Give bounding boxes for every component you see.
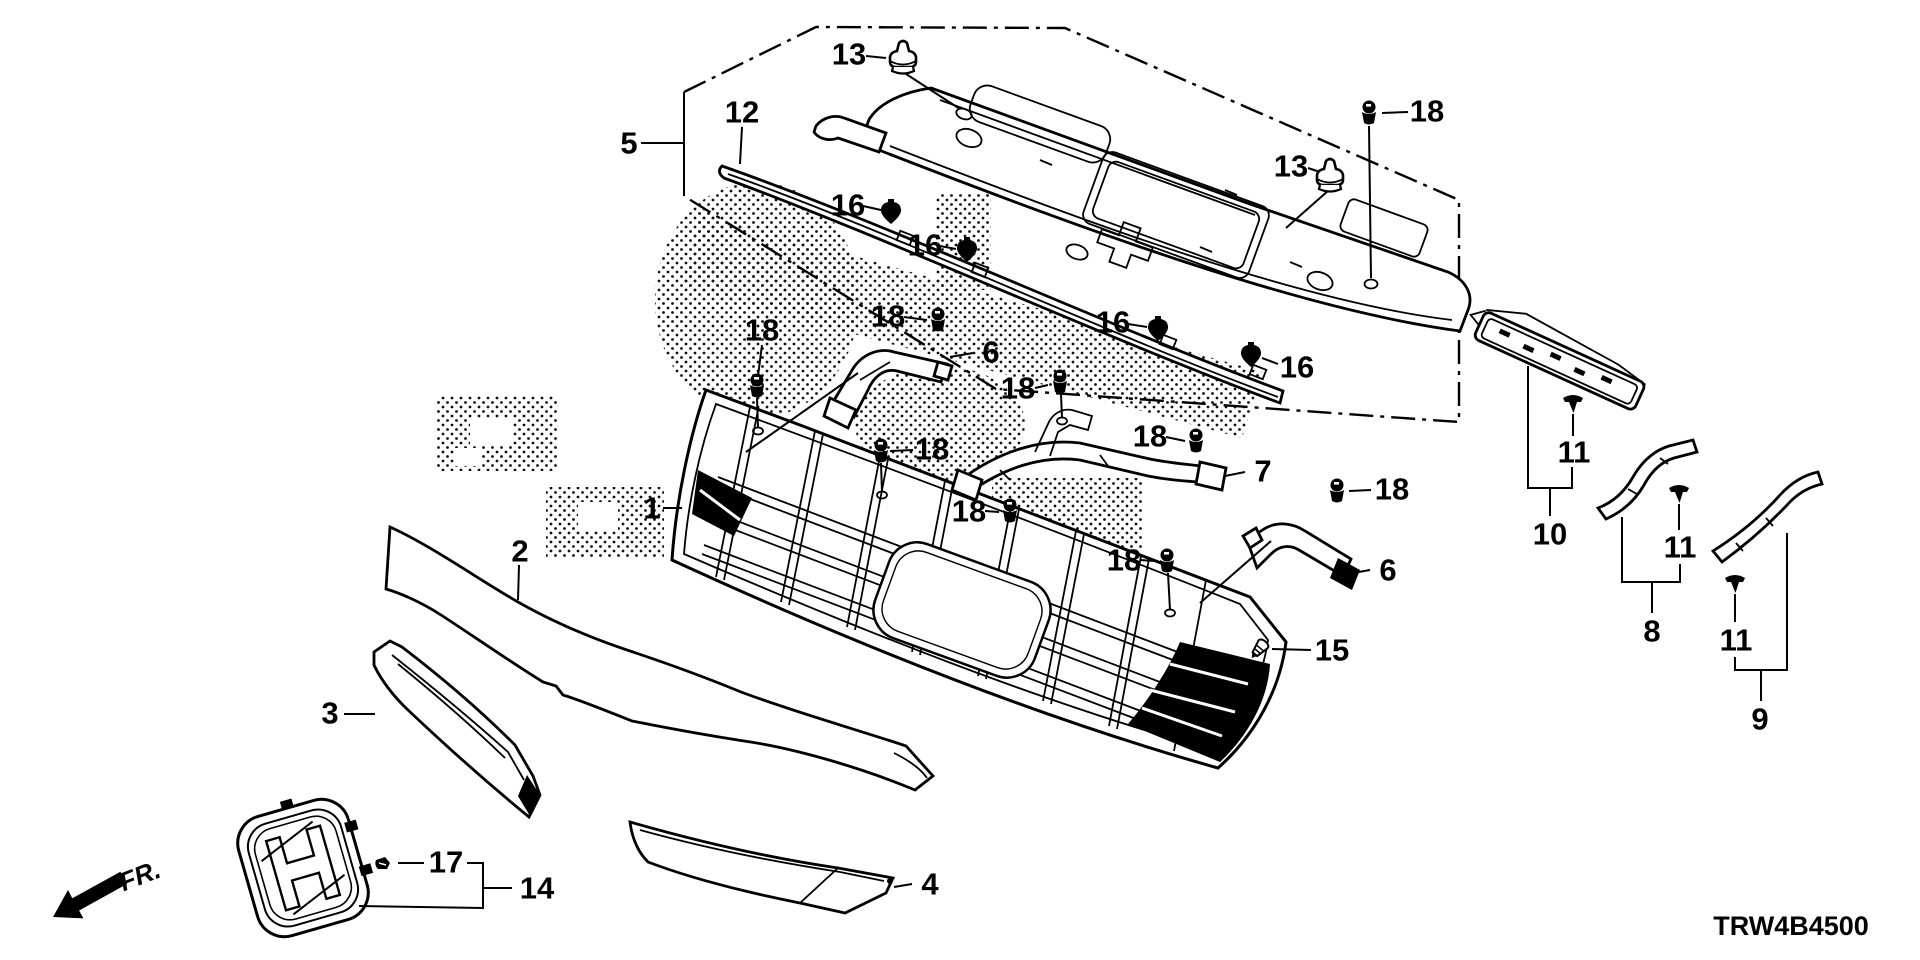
stipple-shading (436, 182, 1262, 564)
part-label-3: 3 (321, 696, 338, 731)
leader-line (756, 397, 759, 429)
part-label-11: 11 (1558, 435, 1591, 470)
part-label-17: 17 (429, 845, 463, 880)
part-9-garnish-strip (1710, 470, 1824, 564)
part-label-18: 18 (1001, 371, 1035, 406)
part-label-4: 4 (921, 867, 939, 902)
leader-line (984, 510, 1000, 513)
h-logo-icon (264, 824, 342, 912)
leader-line (1165, 436, 1186, 442)
leader-line (903, 316, 928, 321)
callout-labels-layer: 1234566789101111111213131415161616161718… (321, 37, 1768, 906)
part-label-18: 18 (1410, 94, 1444, 129)
part-label-8: 8 (1643, 614, 1660, 649)
part-label-11: 11 (1720, 623, 1753, 658)
part-12-moulding-strip (718, 164, 1285, 405)
leader-line (880, 462, 883, 493)
part-8-garnish-strip (1595, 438, 1699, 521)
part-label-14: 14 (520, 871, 555, 906)
leader-line (739, 126, 743, 165)
part-label-18: 18 (745, 313, 779, 348)
leader-line (517, 564, 520, 601)
part-label-9: 9 (1751, 702, 1768, 737)
leader-line (1381, 111, 1409, 114)
part-label-10: 10 (1533, 517, 1567, 552)
diagram-code: TRW4B4500 (1713, 911, 1869, 941)
leader-line (1352, 569, 1371, 574)
part-label-16: 16 (831, 188, 865, 223)
leader-line (893, 883, 913, 888)
part-label-6: 6 (1379, 553, 1396, 588)
part-7-stay-center (950, 408, 1228, 502)
leader-line (902, 71, 961, 110)
leader-line (1139, 559, 1156, 562)
part-group-boundary (683, 25, 1461, 424)
leader-line (1127, 323, 1148, 328)
leader-line (1285, 189, 1330, 229)
part-label-13: 13 (832, 37, 866, 72)
leader-line (1368, 125, 1372, 279)
leader-line (1167, 572, 1171, 611)
leader-line (1348, 489, 1372, 492)
part-label-18: 18 (952, 494, 986, 529)
leader-line (1271, 648, 1312, 651)
part-label-7: 7 (1254, 454, 1271, 489)
part-label-13: 13 (1274, 149, 1308, 184)
part-label-16: 16 (1280, 350, 1314, 385)
part-label-16: 16 (908, 228, 942, 263)
part-label-5: 5 (620, 126, 637, 161)
part-2-upper-molding (384, 524, 936, 792)
leader-line (1224, 471, 1246, 477)
part-label-15: 15 (1315, 633, 1349, 668)
part-label-18: 18 (1107, 543, 1141, 578)
part-3-corner-garnish-left (372, 639, 542, 820)
part-14-emblem (236, 797, 374, 939)
leader-line (358, 862, 484, 910)
part-label-18: 18 (1375, 472, 1409, 507)
leader-line (862, 205, 882, 211)
leader-line (949, 352, 974, 358)
part-label-2: 2 (511, 534, 528, 569)
part-label-16: 16 (1096, 305, 1130, 340)
part-label-6: 6 (982, 335, 999, 370)
part-6-stay-right (1241, 522, 1360, 590)
part-10-stay-plate (1469, 308, 1647, 411)
leader-line (1199, 540, 1272, 604)
part-label-18: 18 (915, 432, 949, 467)
leader-line (865, 55, 887, 59)
leader-line (1034, 384, 1049, 389)
leader-line (757, 344, 763, 377)
leader-lines-layer (344, 55, 1788, 910)
leader-line (1060, 393, 1063, 419)
part-label-1: 1 (643, 491, 660, 526)
part-label-18: 18 (871, 299, 905, 334)
part-5-upper-shroud (812, 84, 1472, 333)
leader-line (889, 449, 914, 452)
leader-line (1261, 357, 1279, 365)
part-label-11: 11 (1664, 530, 1697, 565)
part-6-stay-left (822, 349, 954, 430)
part-label-12: 12 (725, 95, 759, 130)
arrow-icon (53, 871, 128, 919)
part-label-18: 18 (1133, 419, 1167, 454)
leader-line (939, 245, 957, 250)
part-4-corner-garnish-right (628, 820, 896, 915)
leader-line (745, 372, 859, 453)
